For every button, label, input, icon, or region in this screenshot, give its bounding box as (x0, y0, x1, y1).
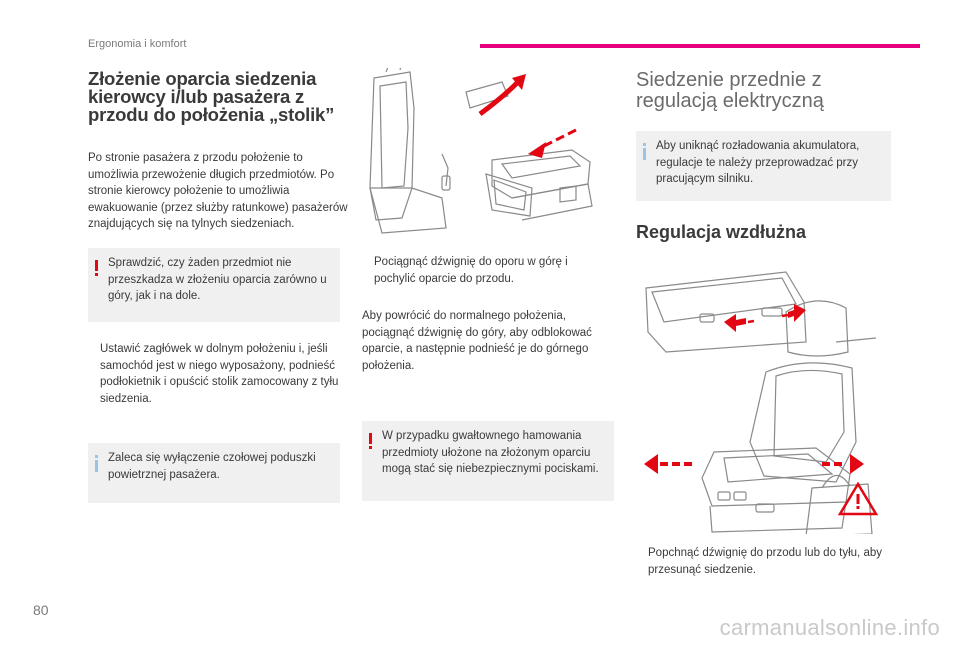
warning-box-obstruction: Sprawdzić, czy żaden przedmiot nie przes… (88, 248, 340, 322)
electric-seat-illustration (636, 252, 892, 537)
page-number: 80 (33, 602, 49, 618)
info-box-airbag: Zaleca się wyłączenie czołowej poduszki … (88, 443, 340, 503)
instruction-bullet-slide: Popchnąć dźwignię do przodu lub do tyłu,… (636, 545, 891, 581)
section-title-table-position: Złożenie oparcia siedzenia kierowcy i/lu… (88, 68, 335, 125)
bullet-text: Pociągnąć dźwignię do oporu w górę i poc… (374, 256, 568, 285)
seat-fold-illustration (362, 61, 614, 244)
watermark-text: carmanualsonline.info (719, 615, 940, 640)
info-text: Aby uniknąć rozładowania akumulatora, re… (656, 140, 860, 185)
warning-text: Sprawdzić, czy żaden przedmiot nie przes… (108, 257, 327, 302)
bullet-text: Popchnąć dźwignię do przodu lub do tyłu,… (648, 547, 882, 576)
info-text: Zaleca się wyłączenie czołowej poduszki … (108, 452, 316, 481)
instruction-bullet-headrest: Ustawić zagłówek w dolnym położeniu i, j… (88, 341, 340, 411)
section-header: Ergonomia i komfort (88, 38, 187, 50)
header-accent-bar (480, 44, 920, 48)
warning-icon (95, 260, 98, 276)
info-icon (643, 143, 646, 160)
info-icon (95, 455, 98, 472)
warning-text: W przypadku gwałtownego hamowania przedm… (382, 430, 599, 475)
info-box-battery: Aby uniknąć rozładowania akumulatora, re… (636, 131, 891, 201)
intro-paragraph: Po stronie pasażera z przodu położenie t… (88, 152, 348, 230)
section-title-electric-seat: Siedzenie przednie z regulacją elektrycz… (636, 69, 824, 112)
warning-icon (369, 433, 372, 449)
warning-box-braking: W przypadku gwałtownego hamowania przedm… (362, 421, 614, 501)
subsection-title-longitudinal: Regulacja wzdłużna (636, 222, 807, 242)
bullet-text: Ustawić zagłówek w dolnym położeniu i, j… (100, 343, 339, 405)
return-paragraph: Aby powrócić do normalnego położenia, po… (362, 310, 592, 372)
instruction-bullet-lever: Pociągnąć dźwignię do oporu w górę i poc… (362, 254, 612, 290)
